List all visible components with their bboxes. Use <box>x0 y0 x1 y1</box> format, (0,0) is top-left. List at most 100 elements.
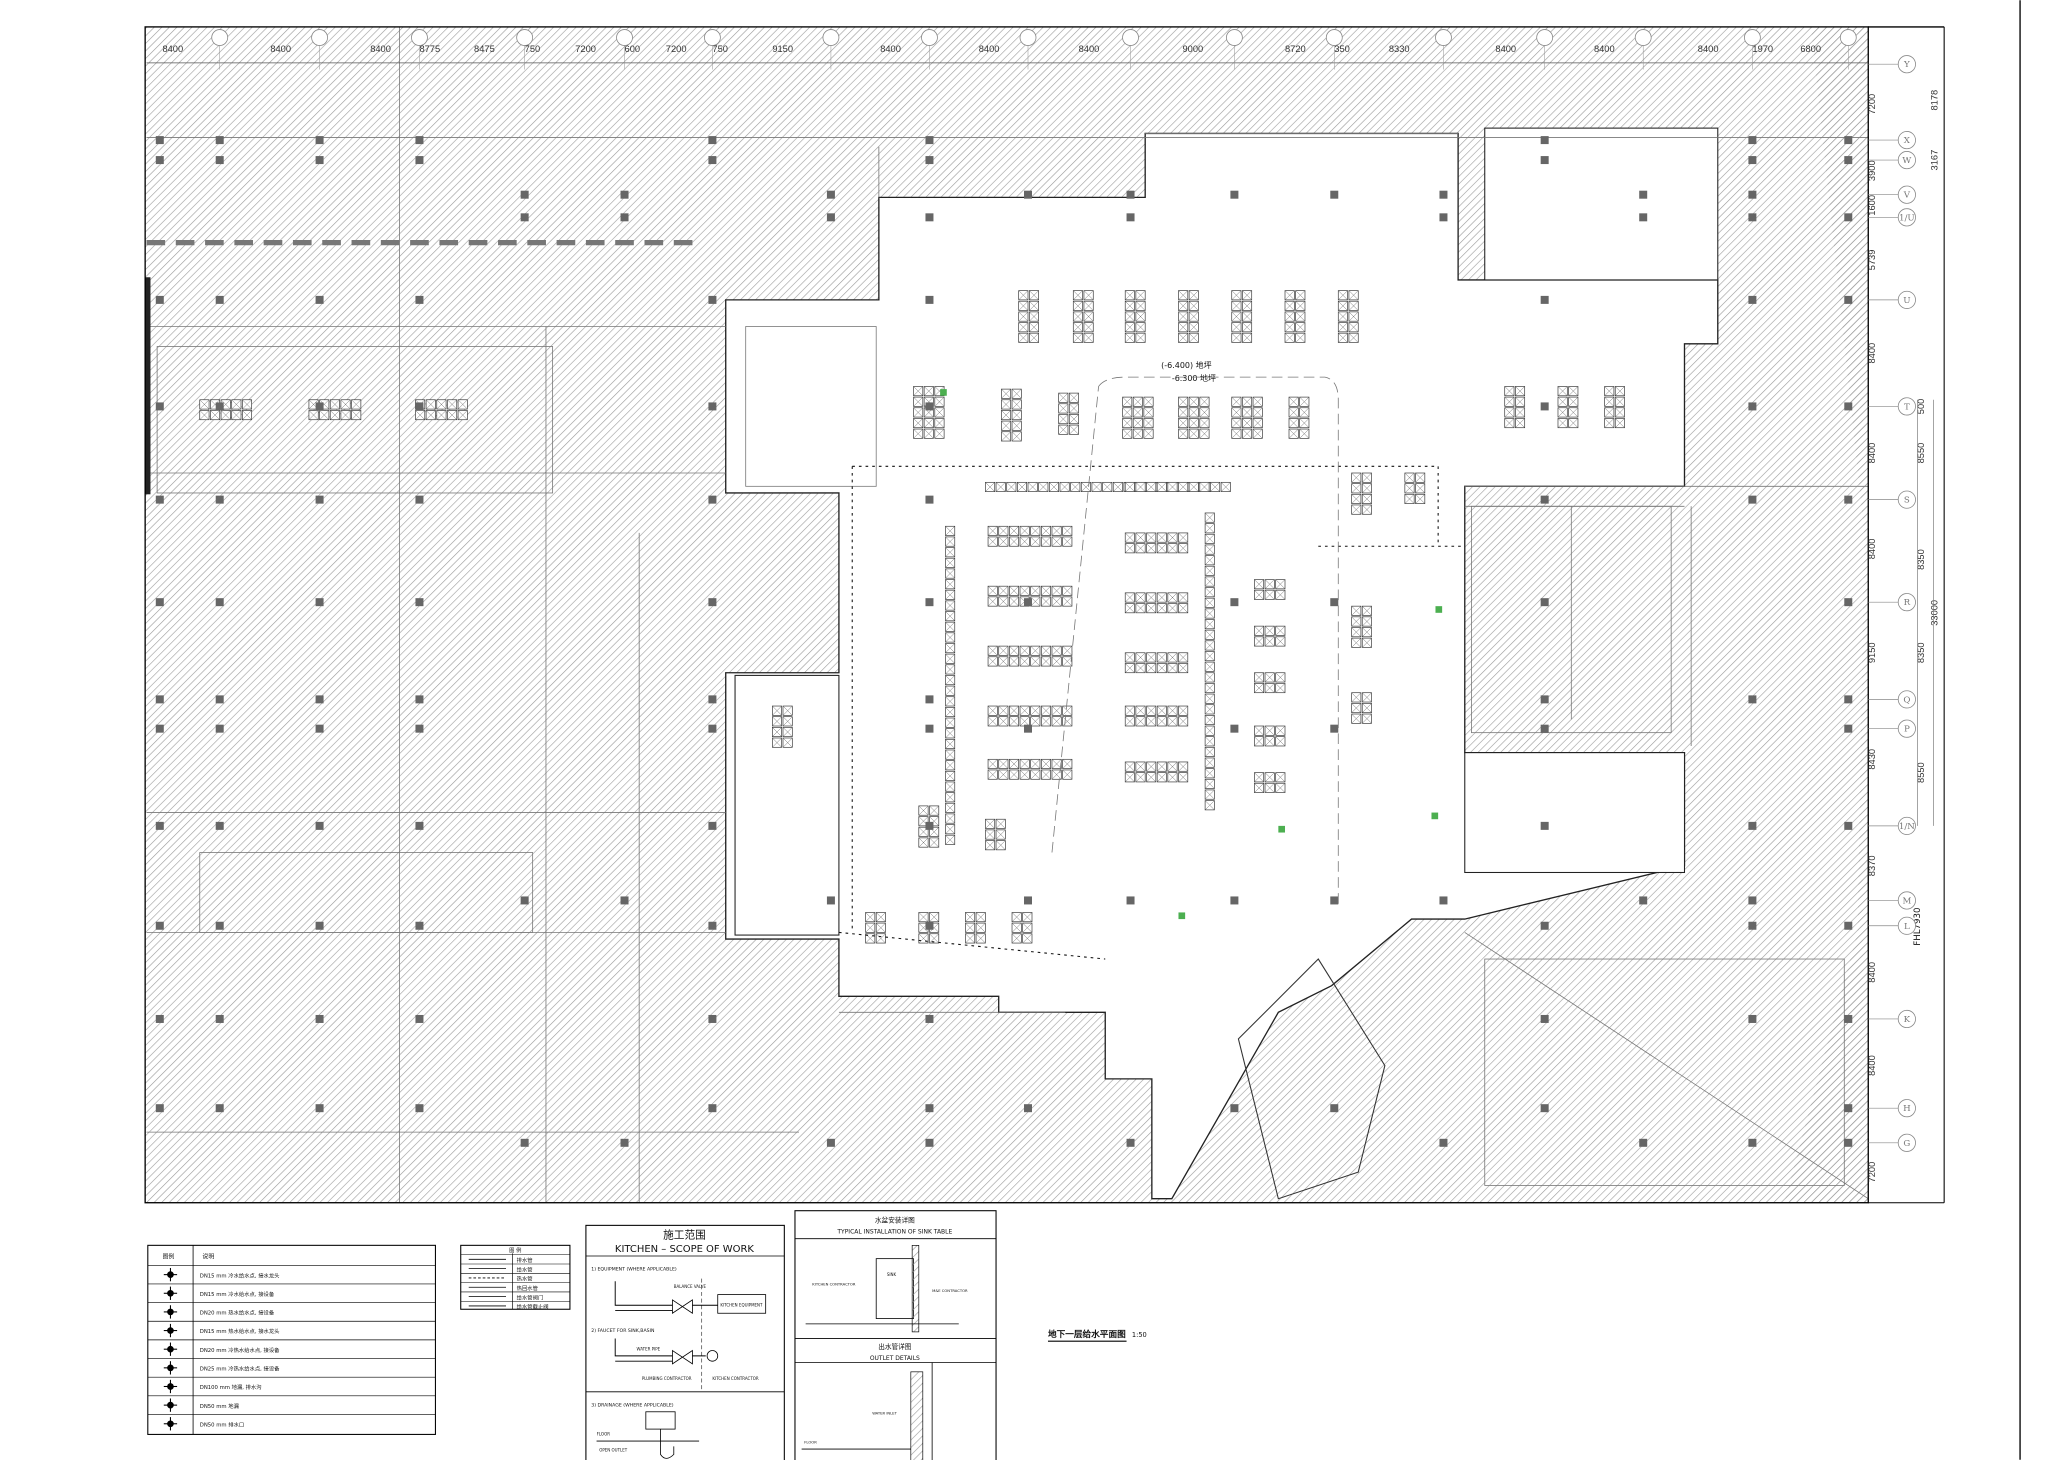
fixture-group[interactable] <box>913 386 945 439</box>
column <box>1844 156 1853 165</box>
fixture-group[interactable] <box>987 525 1073 547</box>
fixture-group[interactable] <box>987 645 1073 667</box>
fixture-group[interactable] <box>1204 512 1215 811</box>
fixture-group[interactable] <box>1404 472 1426 504</box>
column <box>315 156 324 165</box>
fixture-group[interactable] <box>865 912 886 944</box>
fixture-group[interactable] <box>1011 912 1033 944</box>
fixture-group[interactable] <box>1504 386 1526 429</box>
axis-bubble <box>1897 891 1916 910</box>
column <box>315 724 324 733</box>
legend-row-desc: DN100 mm 地漏, 排水沟 <box>200 1383 262 1391</box>
axis-label: X <box>1904 136 1911 146</box>
axis-bubble <box>921 29 938 46</box>
plan-area[interactable]: (-6.400) 地坪 -6.300 地坪 FHL7930 <box>144 26 1945 1204</box>
fixture-group[interactable] <box>965 912 986 944</box>
fixture-group[interactable] <box>1124 592 1189 614</box>
fixture-group[interactable] <box>1124 761 1189 783</box>
top-dimension-label: 600 <box>625 44 641 54</box>
sink-me-label: M&E CONTRACTOR <box>932 1289 968 1293</box>
fixture-group[interactable] <box>772 705 793 748</box>
axis-bubble <box>1897 1099 1916 1118</box>
fixture-group[interactable] <box>1124 481 1231 492</box>
fixture-group[interactable] <box>1058 392 1079 435</box>
column <box>520 896 529 905</box>
legend-symbol-icon <box>163 1323 178 1338</box>
fixture-group[interactable] <box>1001 388 1022 442</box>
fixture-group[interactable] <box>945 525 956 845</box>
legend-row-desc: DN20 mm 冷热水给水点, 接设备 <box>200 1346 280 1354</box>
fixture-group[interactable] <box>199 399 253 421</box>
pipe-legend-header: 图 例 <box>509 1246 521 1254</box>
column <box>315 495 324 504</box>
top-dimension-label: 8400 <box>880 44 901 54</box>
fixture-group[interactable] <box>985 818 1006 851</box>
fixture-group[interactable] <box>1254 772 1286 793</box>
column <box>620 896 629 905</box>
fixture-group[interactable] <box>1072 290 1094 343</box>
fixture-group[interactable] <box>1018 290 1039 343</box>
fixture-group[interactable] <box>1178 290 1199 343</box>
room-outline <box>1471 505 1672 734</box>
column <box>215 1104 224 1113</box>
plan-east-wedge <box>1784 26 1869 1203</box>
column <box>925 724 934 733</box>
fixture-group[interactable] <box>1124 532 1189 554</box>
fixture-group[interactable] <box>1557 386 1579 429</box>
fixture-group[interactable] <box>1124 705 1189 727</box>
fixture-group[interactable] <box>1284 290 1306 343</box>
column <box>1844 1138 1853 1147</box>
column <box>155 921 164 930</box>
outlet-water-inlet: WATER INLET <box>872 1411 897 1415</box>
column <box>708 821 717 830</box>
fixture-group[interactable] <box>1604 386 1625 429</box>
fixture-group[interactable] <box>1254 672 1286 694</box>
column <box>708 695 717 704</box>
fixture-group[interactable] <box>1254 625 1286 647</box>
scope-water-pipe: WATER PIPE <box>637 1347 661 1352</box>
fixture-group[interactable] <box>1124 652 1189 674</box>
fixture-group[interactable] <box>1231 396 1263 439</box>
fixture-group[interactable] <box>1254 725 1286 747</box>
drawing-title: 地下一层给水平面图 1:50 <box>1047 1328 1147 1342</box>
legend-row-desc: DN15 mm 冷水给水点, 接设备 <box>200 1290 275 1298</box>
fixture-group[interactable] <box>1124 290 1146 343</box>
column <box>155 821 164 830</box>
top-dimension-label: 7200 <box>575 44 596 54</box>
column <box>215 156 224 165</box>
fixture-group[interactable] <box>1351 472 1372 515</box>
top-dimension-label: 8400 <box>1495 44 1516 54</box>
fixture-group[interactable] <box>1231 290 1253 343</box>
column <box>1540 821 1549 830</box>
column <box>155 1104 164 1113</box>
fixture-group[interactable] <box>1337 290 1359 343</box>
fixture-group[interactable] <box>1122 396 1154 439</box>
column <box>1748 695 1757 704</box>
axis-label: Y <box>1903 60 1910 70</box>
legend-symbol-icon <box>163 1342 178 1356</box>
axis-label: G <box>1903 1139 1910 1149</box>
column <box>315 921 324 930</box>
fixture-group[interactable] <box>918 805 940 848</box>
column <box>1540 598 1549 607</box>
fixture-group[interactable] <box>1178 396 1210 439</box>
fixture-group[interactable] <box>918 912 940 944</box>
fixture-group[interactable] <box>987 585 1073 607</box>
fixture-group[interactable] <box>1254 579 1286 600</box>
fixture-group[interactable] <box>987 758 1073 780</box>
scope-floor-label: FLOOR <box>597 1432 611 1437</box>
fixture-group[interactable] <box>308 399 362 421</box>
column <box>1540 136 1549 145</box>
fixture-group[interactable] <box>1351 692 1372 724</box>
fire-note: FHL7930 <box>1913 907 1923 945</box>
axis-label: H <box>1903 1104 1911 1114</box>
fixture-group[interactable] <box>1288 396 1310 439</box>
column <box>925 1014 934 1023</box>
fixture-group[interactable] <box>1351 605 1372 648</box>
level-note-1: (-6.400) 地坪 <box>1161 360 1211 370</box>
fixture-group[interactable] <box>987 705 1073 727</box>
column <box>215 136 224 145</box>
column <box>155 598 164 607</box>
right-outer-dimension-label: 8350 <box>1916 642 1926 663</box>
